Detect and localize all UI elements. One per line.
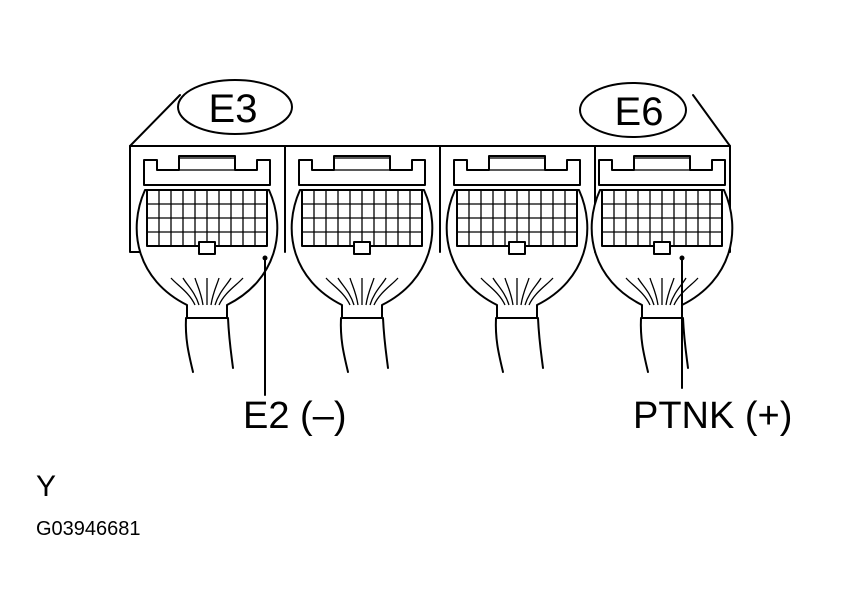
terminal-label-e2: E2 (–): [243, 395, 346, 437]
view-code: Y: [36, 470, 56, 503]
connector-id-e3: E3: [209, 87, 258, 131]
figure-code: G03946681: [36, 518, 141, 540]
connector-label-e6: E6: [579, 82, 687, 138]
connector-plug: [135, 155, 279, 373]
connector-plug: [290, 155, 434, 373]
connector-plugs: [135, 155, 734, 373]
connector-id-e6: E6: [615, 90, 664, 134]
connector-plug: [445, 155, 589, 373]
connector-label-e3: E3: [177, 79, 293, 135]
terminal-label-ptnk: PTNK (+): [633, 395, 792, 437]
connector-plug: [590, 155, 734, 373]
leader-lines: [262, 255, 685, 396]
